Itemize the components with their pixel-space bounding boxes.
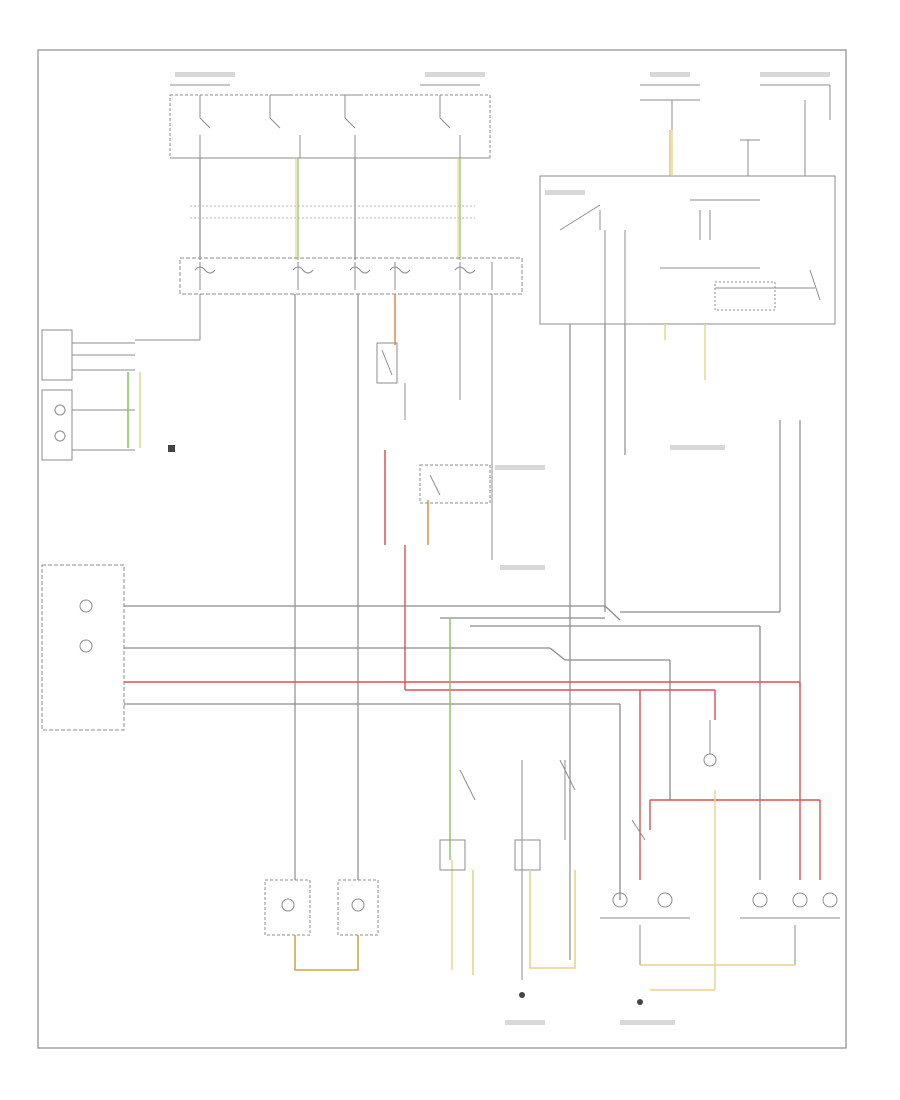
- relay-right: [631, 720, 717, 841]
- diagram-border: [37, 49, 847, 1049]
- left-lower-lamps: [264, 879, 379, 936]
- ground-point-right: [637, 999, 643, 1005]
- illegible-labels: [175, 72, 830, 1025]
- right-ground-wire: [640, 964, 795, 991]
- left-lower-ground-wire: [294, 935, 359, 971]
- center-ground-wire: [472, 870, 576, 975]
- switch-drop-wires: [199, 158, 461, 260]
- ground-point-center: [519, 992, 525, 998]
- fuse-panel: [179, 257, 523, 295]
- multifunction-switch: [539, 175, 836, 325]
- headlamp-switch: [169, 84, 491, 159]
- brake-light-switch: [376, 294, 493, 560]
- right-lower-lamps: [600, 892, 840, 965]
- connector-dashed: [190, 205, 475, 219]
- instrument-cluster: [41, 564, 125, 731]
- horizontal-bus-gray: [124, 605, 780, 900]
- ground-point: [168, 445, 175, 452]
- top-right-fuses: [640, 84, 831, 176]
- left-lamp-assembly: [41, 389, 135, 461]
- center-lower-switches: [439, 759, 576, 980]
- horizontal-bus-red: [124, 545, 821, 880]
- trunk-wires: [294, 294, 801, 960]
- left-upper-switch: [41, 294, 201, 381]
